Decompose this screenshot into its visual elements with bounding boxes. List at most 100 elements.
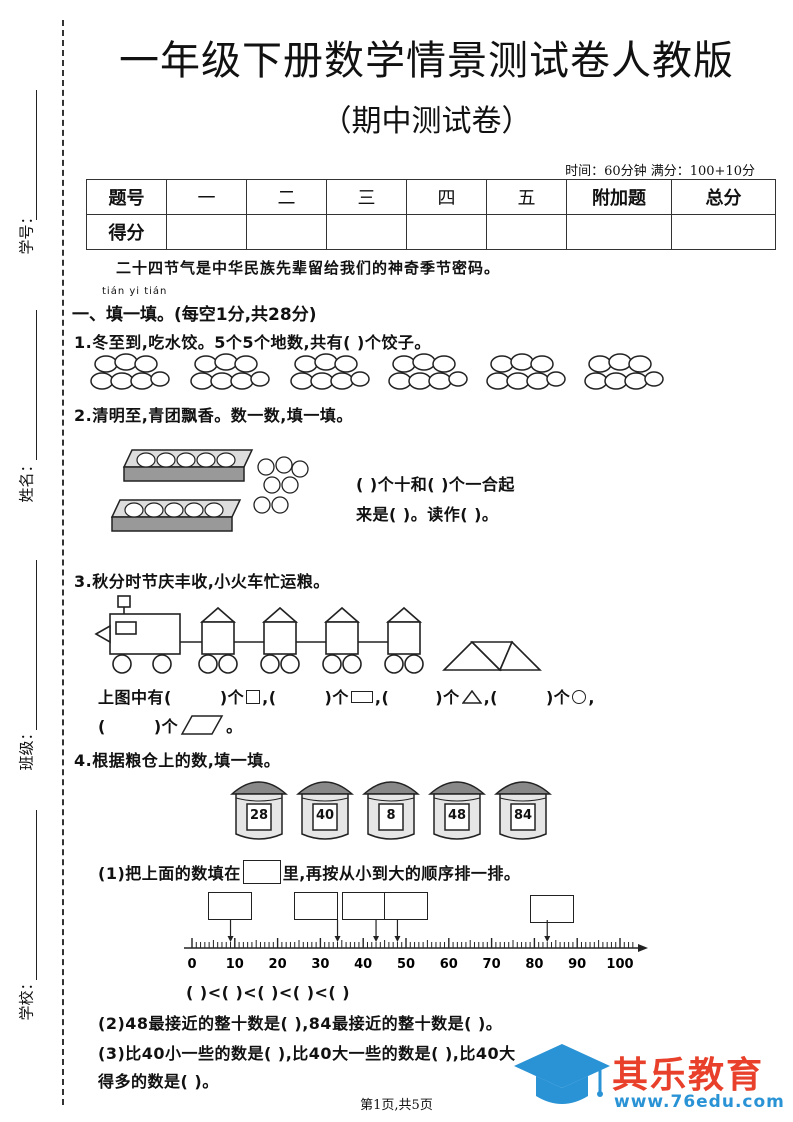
number-line-label: 0 <box>187 957 196 972</box>
number-box[interactable] <box>384 892 428 920</box>
granary-icon: 84 <box>492 772 554 844</box>
score-cell[interactable] <box>486 214 567 250</box>
answer-box-icon <box>242 860 281 884</box>
school-label: 学校： <box>17 975 36 1021</box>
score-table-header-row: 题号 一 二 三 四 五 附加题 总分 <box>86 179 776 215</box>
score-cell[interactable] <box>166 214 247 250</box>
wagon-icon <box>322 606 362 674</box>
parallelogram-icon <box>180 715 224 735</box>
number-box[interactable] <box>530 895 574 923</box>
table-cell: 三 <box>326 179 407 215</box>
number-line-label: 80 <box>525 957 543 972</box>
question-3: 3.秋分时节庆丰收,小火车忙运粮。 <box>74 572 330 591</box>
question-4-2: (2)48最接近的整十数是( ),84最接近的整十数是( )。 <box>98 1014 503 1033</box>
text: 里,再按从小到大的顺序排一排。 <box>282 864 521 883</box>
number-line-label: 30 <box>311 957 329 972</box>
pointer-arrow <box>394 936 401 942</box>
number-box[interactable] <box>294 892 338 920</box>
score-cell[interactable] <box>566 214 672 250</box>
name-label: 姓名： <box>17 457 36 503</box>
dumpling-group-icon <box>90 353 170 390</box>
granary-icon: 28 <box>228 772 290 844</box>
question-4-1: (1)把上面的数填在里,再按从小到大的顺序排一排。 <box>98 860 520 884</box>
tray-of-ten-icon <box>110 499 242 532</box>
text: )个 <box>545 688 571 707</box>
number-line: 0 10 20 30 40 50 60 70 80 90 100 <box>184 920 648 972</box>
page-footer: 第1页,共5页 <box>360 1098 433 1113</box>
text: 。 <box>226 717 243 736</box>
dumplings-illustration <box>90 353 664 390</box>
number-line-label: 10 <box>226 957 244 972</box>
text: 上图中有( <box>98 688 172 707</box>
loose-qingtuan-icon <box>253 456 309 514</box>
watermark-url: www.76edu.com <box>614 1092 785 1112</box>
granary-icon: 40 <box>294 772 356 844</box>
name-line <box>36 310 37 460</box>
number-line-arrow <box>638 944 648 952</box>
text: ,( <box>374 688 390 707</box>
wagon-icon <box>384 606 424 674</box>
table-cell: 总分 <box>671 179 776 215</box>
dumpling-group-icon <box>190 353 270 390</box>
granary-number: 8 <box>386 808 396 823</box>
text: ,( <box>483 688 498 707</box>
score-cell[interactable] <box>246 214 327 250</box>
intro-text: 二十四节气是中华民族先辈留给我们的神奇季节密码。 <box>116 259 501 277</box>
score-cell[interactable] <box>406 214 487 250</box>
table-cell: 题号 <box>86 179 167 215</box>
triangle-icon <box>461 689 483 704</box>
score-table-score-row: 得分 <box>86 214 776 250</box>
class-line <box>36 560 37 730</box>
student-id-label: 学号： <box>17 209 36 255</box>
number-line-label: 100 <box>606 957 633 972</box>
order-line: ( )<( )<( )<( )<( ) <box>186 983 351 1002</box>
score-cell[interactable] <box>671 214 776 250</box>
pointer-arrow <box>544 936 551 942</box>
number-line-label: 20 <box>269 957 287 972</box>
graduation-cap-icon <box>514 1044 610 1104</box>
table-cell: 一 <box>166 179 247 215</box>
number-line-label: 40 <box>354 957 372 972</box>
rectangle-icon <box>350 691 373 703</box>
text: ,( <box>262 688 277 707</box>
granary-number: 84 <box>513 808 533 823</box>
pinyin-annotation: tián yi tián <box>102 286 168 297</box>
train-illustration <box>94 595 542 674</box>
number-box[interactable] <box>208 892 252 920</box>
dumpling-group-icon <box>584 353 664 390</box>
table-cell: 二 <box>246 179 327 215</box>
number-line-label: 50 <box>397 957 415 972</box>
qingtuan-illustration <box>110 449 309 532</box>
locomotive-icon <box>94 595 181 674</box>
class-label: 班级： <box>17 725 36 771</box>
number-line-label: 70 <box>483 957 501 972</box>
time-info: 时间：60分钟 满分：100+10分 <box>565 164 755 179</box>
granary-number: 28 <box>249 808 269 823</box>
question-2: 2.清明至,青团飘香。数一数,填一填。 <box>74 406 353 425</box>
granary-icon: 48 <box>426 772 488 844</box>
number-box[interactable] <box>342 892 386 920</box>
question-1: 1.冬至到,吃水饺。5个5个地数,共有( )个饺子。 <box>74 333 431 352</box>
pointer-arrow <box>227 936 234 942</box>
number-line-label: 90 <box>568 957 586 972</box>
granary-icon: 8 <box>360 772 422 844</box>
page-title: 一年级下册数学情景测试卷人教版 <box>119 38 734 84</box>
number-line-label: 60 <box>440 957 458 972</box>
score-cell[interactable] <box>326 214 407 250</box>
page-subtitle: （期中测试卷） <box>321 104 532 139</box>
dumpling-group-icon <box>486 353 566 390</box>
watermark-brand: 其乐教育 <box>612 1055 765 1096</box>
granary-number: 48 <box>447 808 467 823</box>
text: )个 <box>219 688 245 707</box>
pointer-arrow <box>373 936 380 942</box>
text: )个 <box>435 688 460 707</box>
text: )个 <box>324 688 349 707</box>
student-id-line <box>36 90 37 220</box>
question-2-line2: 来是( )。读作( )。 <box>356 505 499 524</box>
score-table: 题号 一 二 三 四 五 附加题 总分 得分 <box>86 179 776 250</box>
question-4-3-line1: (3)比40小一些的数是( ),比40大一些的数是( ),比40大 <box>98 1044 516 1063</box>
tray-of-ten-icon <box>122 449 254 482</box>
granary-number: 40 <box>315 808 335 823</box>
triangle-group-icon <box>442 640 542 672</box>
table-cell: 附加题 <box>566 179 672 215</box>
